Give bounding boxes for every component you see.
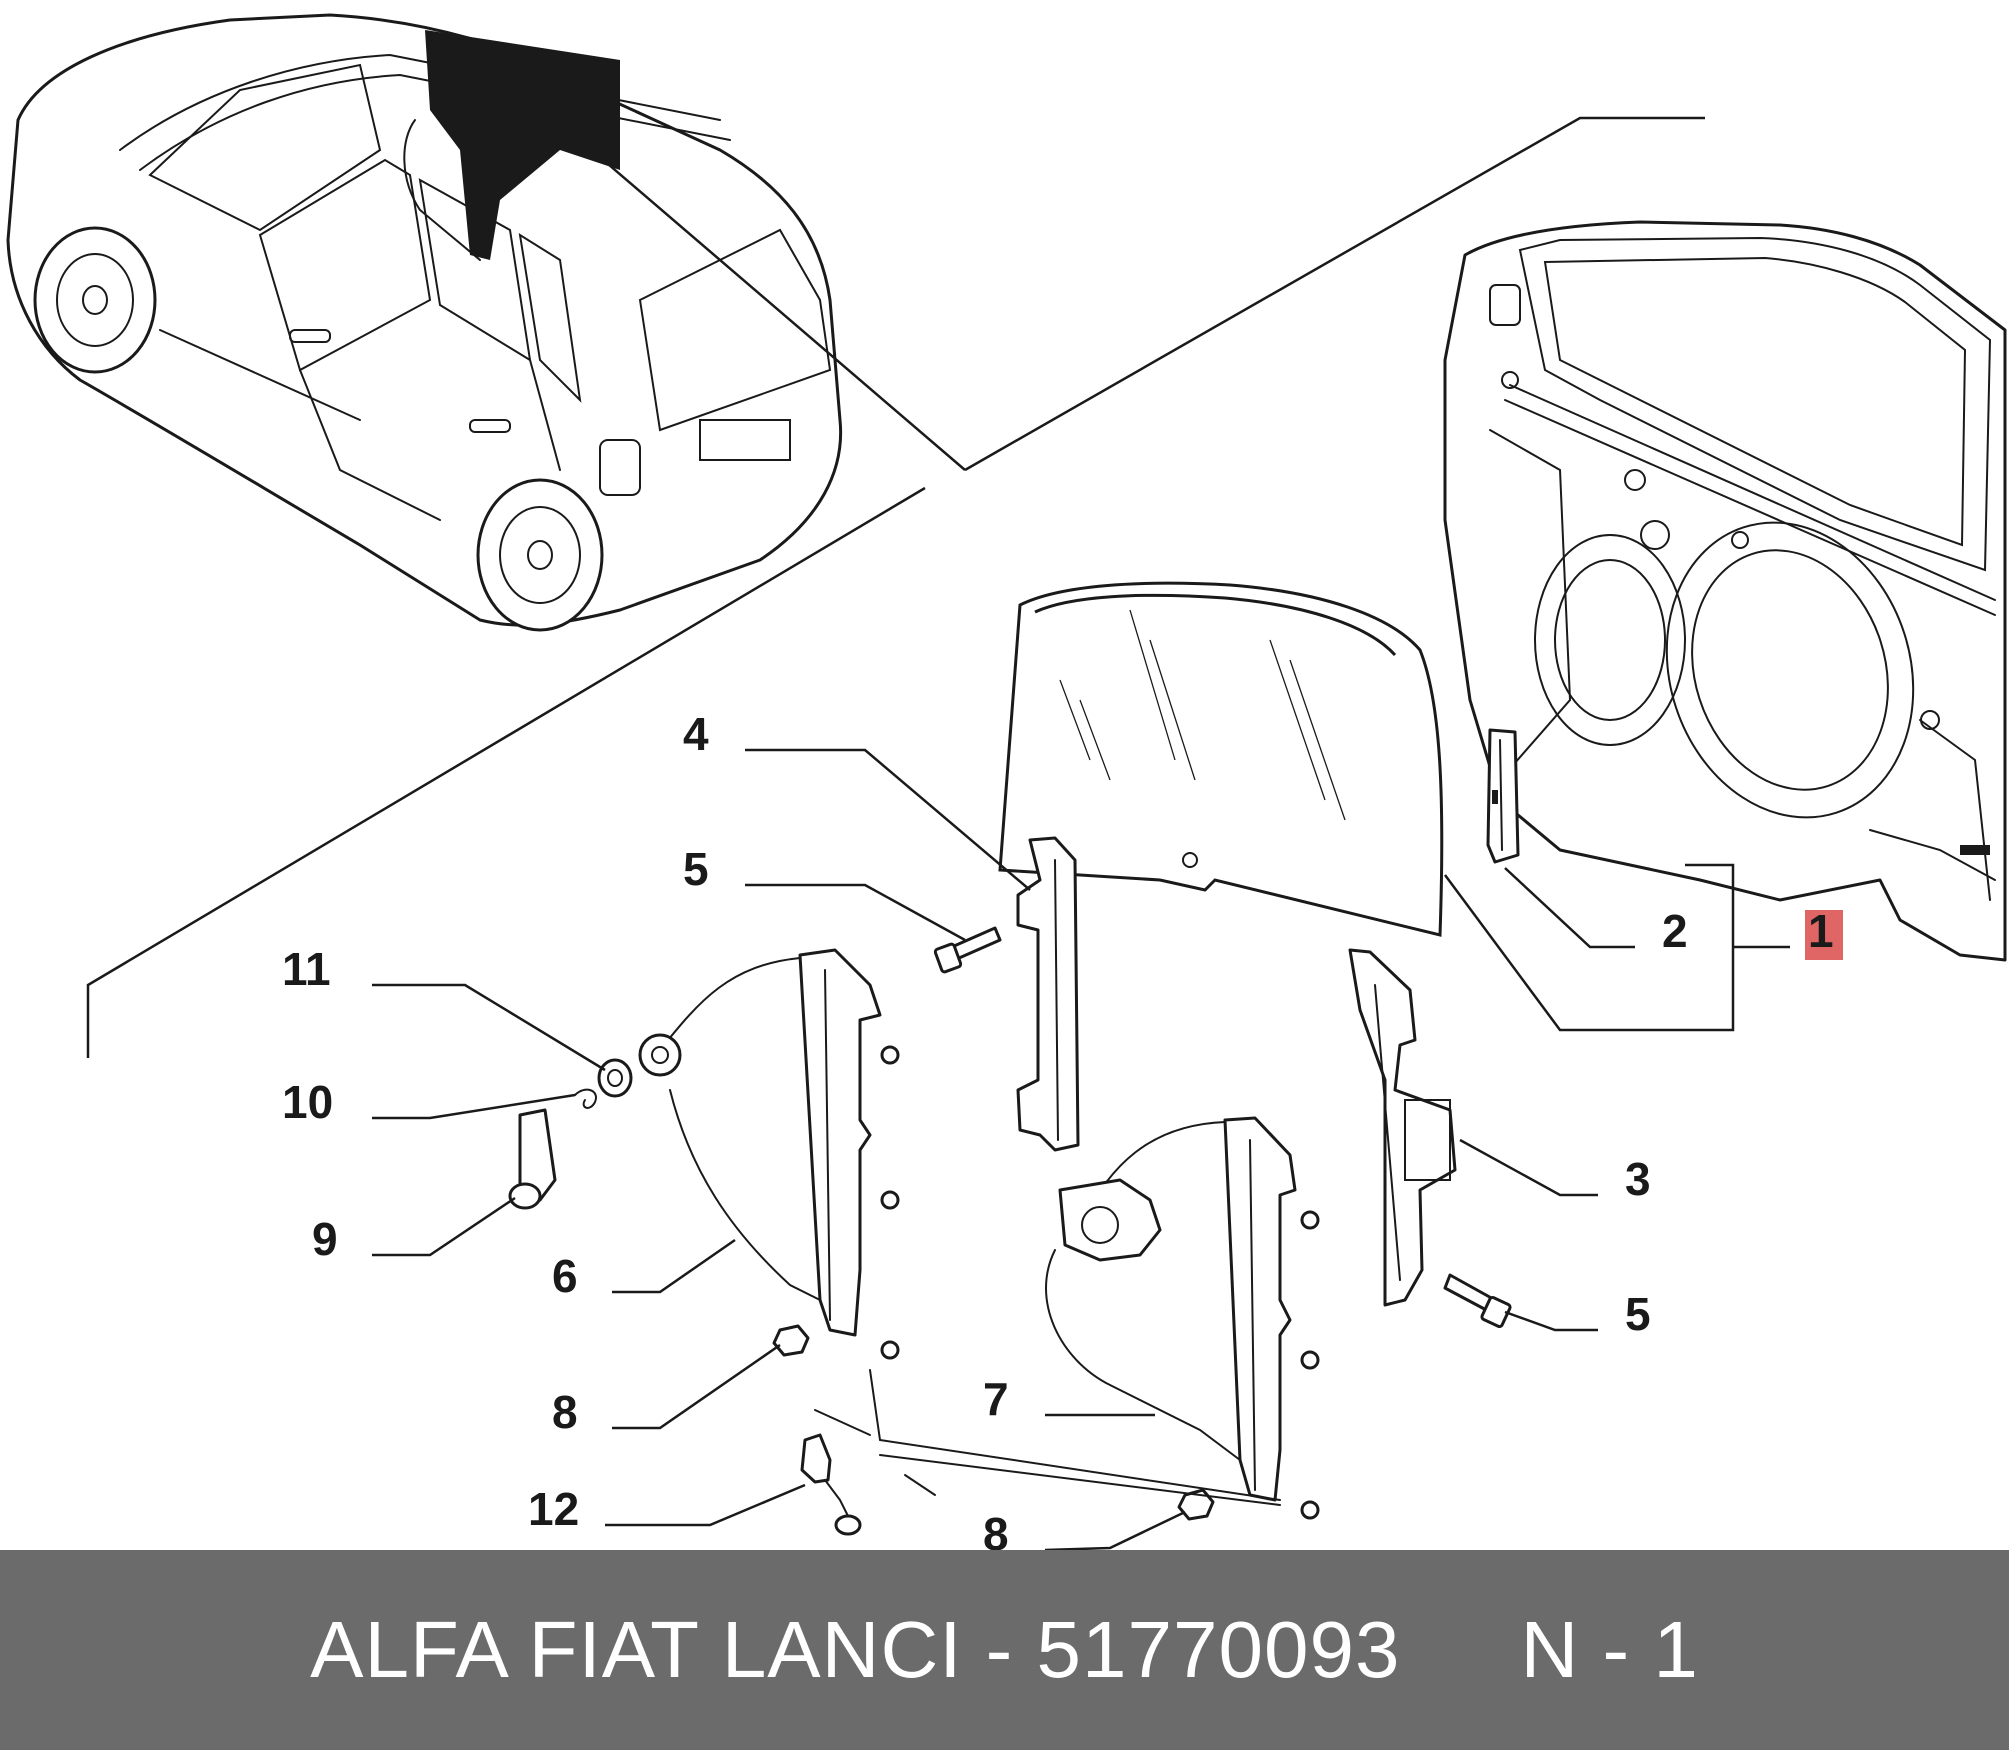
callout-8-left: 8	[552, 1386, 578, 1438]
leader-lines	[372, 748, 1790, 1550]
diagram-position-text: N - 1	[1520, 1605, 1699, 1694]
callout-5-upper: 5	[683, 843, 709, 895]
callout-7: 7	[983, 1373, 1009, 1425]
front-glass-guide	[1348, 948, 1457, 1307]
handle-clip	[574, 1088, 597, 1109]
part-number-text: ALFA FIAT LANCI - 51770093	[310, 1605, 1401, 1694]
car-overview-illustration	[6, 13, 966, 632]
callout-9: 9	[312, 1213, 338, 1265]
callout-11: 11	[282, 943, 331, 995]
callout-labels: 1 2 3 4 5 5 6 7 8 8 9 10 11 12	[282, 708, 1834, 1550]
screw-lower	[1443, 1273, 1512, 1329]
nut-left	[772, 1324, 810, 1357]
part-number-footer: ALFA FIAT LANCI - 51770093 N - 1	[0, 1550, 2009, 1750]
manual-window-regulator	[638, 948, 900, 1360]
callout-1: 1	[1808, 905, 1834, 957]
callout-4: 4	[683, 708, 709, 760]
callout-10: 10	[282, 1076, 333, 1128]
callout-8-right: 8	[983, 1508, 1009, 1550]
window-glass	[998, 581, 1444, 937]
door-shell	[1443, 220, 2007, 962]
callout-1-highlight	[1805, 910, 1843, 960]
nut-right	[1177, 1488, 1215, 1521]
frame-lines	[86, 116, 1705, 1058]
window-crank-handle	[508, 1108, 557, 1210]
highlighted-window	[425, 30, 620, 260]
screw-upper	[933, 926, 1002, 974]
callout-2: 2	[1662, 905, 1688, 957]
electric-window-regulator	[1045, 1116, 1320, 1520]
assembly-arrows	[814, 1369, 1281, 1506]
mounting-bracket	[800, 1433, 862, 1536]
center-glass-guide	[1016, 836, 1080, 1152]
rear-glass-guide	[1486, 728, 1520, 864]
callout-6: 6	[552, 1250, 578, 1302]
callout-12: 12	[528, 1483, 579, 1535]
callout-3: 3	[1625, 1153, 1651, 1205]
regulator-bushing	[597, 1058, 633, 1098]
parts-diagram: 1 2 3 4 5 5 6 7 8 8 9 10 11 12	[6, 13, 2007, 1550]
callout-5-lower: 5	[1625, 1288, 1651, 1340]
